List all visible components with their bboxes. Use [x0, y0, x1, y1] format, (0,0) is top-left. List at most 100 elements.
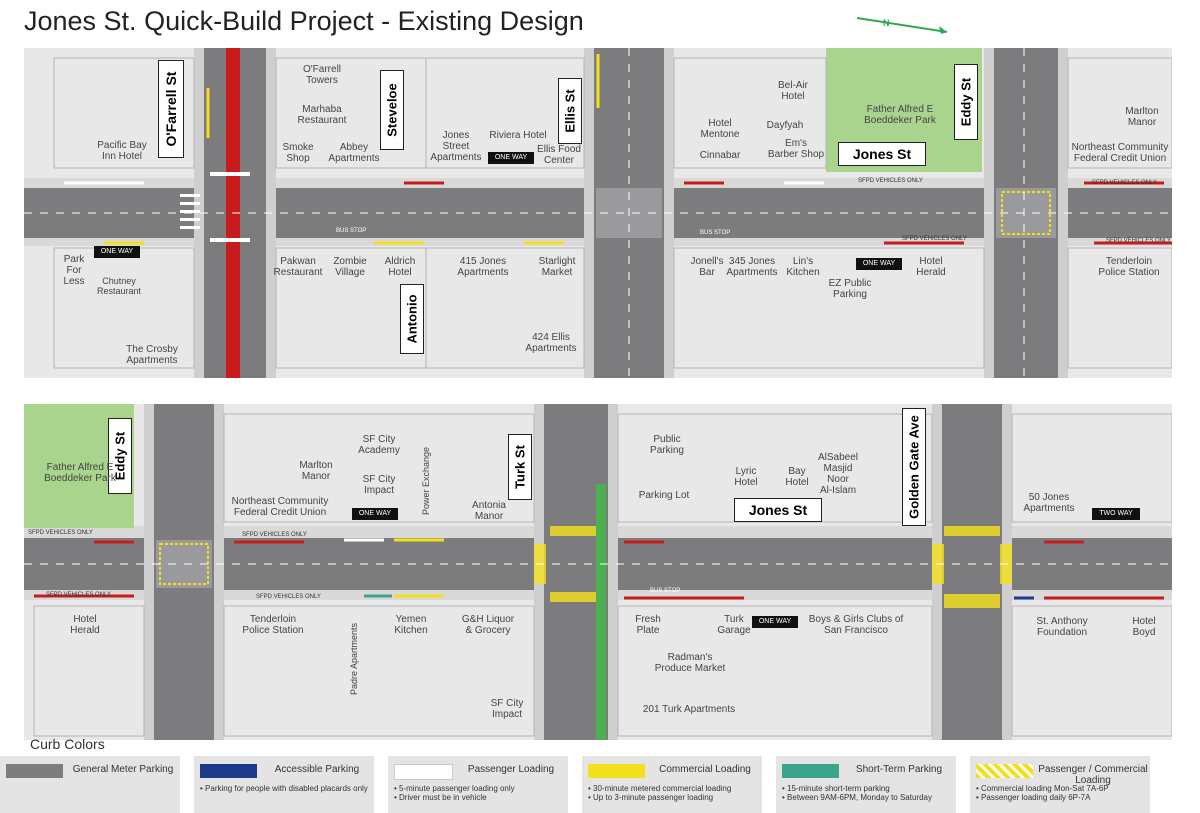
building-label: Public Parking — [650, 434, 684, 456]
building-label: Antonia Manor — [472, 500, 506, 522]
building-label: 424 Ellis Apartments — [525, 332, 577, 354]
legend-notes: 30-minute metered commercial loadingUp t… — [588, 784, 760, 802]
sfpd-label: SFPD VEHICLES ONLY — [1106, 238, 1171, 244]
building-label: Zombie Village — [333, 256, 367, 278]
street-label-eddy-text: Eddy St — [958, 77, 974, 127]
legend-swatch — [6, 764, 63, 778]
building-label: Lin's Kitchen — [786, 256, 820, 278]
building-label: Tenderloin Police Station — [1098, 256, 1160, 278]
street-label-eddy: Eddy St — [954, 64, 978, 140]
building-label: Tenderloin Police Station — [242, 614, 304, 636]
north-arrow-icon: N — [855, 14, 955, 36]
building-label: Turk Garage — [717, 614, 751, 636]
building-label: Father Alfred E Boeddeker Park — [864, 104, 936, 126]
map-bottom-svg — [24, 404, 1172, 740]
page-title: Jones St. Quick-Build Project - Existing… — [24, 6, 584, 36]
legend-label: General Meter Parking — [72, 764, 174, 775]
legend-note: Parking for people with disabled placard… — [200, 784, 372, 793]
two-way-sign: TWO WAY — [1092, 508, 1140, 520]
building-label: 415 Jones Apartments — [457, 256, 509, 278]
legend-item: Passenger / Commercial LoadingCommercial… — [970, 756, 1150, 813]
building-label: Marlton Manor — [299, 460, 333, 482]
building-label: Abbey Apartments — [328, 142, 380, 164]
legend-label: Commercial Loading — [659, 764, 751, 775]
building-label: The Crosby Apartments — [126, 344, 178, 366]
street-label-ofarrell-text: O'Farrell St — [163, 71, 179, 147]
two-way-text: TWO WAY — [1099, 510, 1133, 517]
map-panel-bottom: Eddy St Turk St Golden Gate Ave Jones St… — [24, 404, 1172, 740]
building-label: Northeast Community Federal Credit Union — [1071, 142, 1169, 164]
sfpd-label: SFPD VEHICLES ONLY — [1092, 180, 1157, 186]
building-label: Marlton Manor — [1125, 106, 1159, 128]
street-label-golden-gate: Golden Gate Ave — [902, 408, 926, 526]
street-label-ellis-text: Ellis St — [562, 89, 578, 133]
one-way-sign: ONE WAY — [488, 152, 534, 164]
street-label-jones: Jones St — [734, 498, 822, 522]
legend-note: Passenger loading daily 6P-7A — [976, 793, 1148, 802]
building-label: Em's Barber Shop — [767, 138, 825, 160]
street-label-antonio-text: Antonio — [404, 294, 420, 344]
building-label: EZ Public Parking — [828, 278, 872, 300]
building-label: Cinnabar — [699, 150, 741, 161]
building-label: Chutney Restaurant — [96, 276, 142, 296]
building-label: Pakwan Restaurant — [273, 256, 323, 278]
street-label-jones: Jones St — [838, 142, 926, 166]
legend-label: Passenger Loading — [467, 764, 555, 775]
building-label: Power Exchange — [421, 446, 431, 516]
building-label: Bel-Air Hotel — [777, 80, 808, 102]
street-label-turk-text: Turk St — [512, 445, 528, 489]
legend-item: Short-Term Parking 15-minute short-term p… — [776, 756, 956, 813]
building-label: Ellis Food Center — [537, 144, 581, 166]
building-label: 345 Jones Apartments — [726, 256, 778, 278]
legend-note: Driver must be in vehicle — [394, 793, 566, 802]
legend-swatch — [782, 764, 839, 778]
sfpd-label: SFPD VEHICLES ONLY — [242, 532, 307, 538]
building-label: Yemen Kitchen — [394, 614, 428, 636]
building-label: AlSabeel Masjid Noor Al-Islam — [817, 452, 859, 496]
legend-note: 5-minute passenger loading only — [394, 784, 566, 793]
one-way-text: ONE WAY — [862, 260, 896, 267]
one-way-sign: ONE WAY — [752, 616, 798, 628]
building-label: Radman's Produce Market — [654, 652, 726, 674]
street-label-eddy: Eddy St — [108, 418, 132, 494]
one-way-text: ONE WAY — [758, 618, 792, 625]
building-label: Starlight Market — [538, 256, 576, 278]
building-label: 201 Turk Apartments — [642, 704, 736, 715]
building-label: Marhaba Restaurant — [297, 104, 347, 126]
building-label: Bay Hotel — [785, 466, 809, 488]
street-label-steveloe-text: Steveloe — [384, 83, 400, 137]
building-label: SF City Impact — [490, 698, 524, 720]
legend-notes: Parking for people with disabled placard… — [200, 784, 372, 793]
building-label: G&H Liquor & Grocery — [461, 614, 515, 636]
one-way-text: ONE WAY — [100, 248, 134, 255]
sfpd-label: SFPD VEHICLES ONLY — [858, 178, 923, 184]
building-label: Aldrich Hotel — [384, 256, 416, 278]
legend-swatch — [976, 764, 1033, 778]
building-label: O'Farrell Towers — [302, 64, 342, 86]
bus-stop-label: BUS STOP — [700, 230, 731, 236]
building-label: Hotel Boyd — [1132, 616, 1156, 638]
building-label: Father Alfred E Boeddeker Park — [44, 462, 116, 484]
street-label-antonio: Antonio — [400, 284, 424, 354]
bus-stop-label: BUS STOP — [336, 228, 367, 234]
one-way-sign: ONE WAY — [856, 258, 902, 270]
building-label: Parking Lot — [638, 490, 690, 501]
svg-text:N: N — [883, 18, 890, 28]
legend-label: Short-Term Parking — [855, 764, 943, 775]
building-label: Northeast Community Federal Credit Union — [231, 496, 329, 518]
sfpd-label: SFPD VEHICLES ONLY — [902, 236, 967, 242]
building-label: St. Anthony Foundation — [1036, 616, 1088, 638]
legend-title: Curb Colors — [30, 736, 105, 752]
building-label: Fresh Plate — [635, 614, 661, 636]
legend-note: Commercial loading Mon-Sat 7A-6P — [976, 784, 1148, 793]
legend-label: Accessible Parking — [274, 764, 360, 775]
legend-notes: 5-minute passenger loading onlyDriver mu… — [394, 784, 566, 802]
building-label: Riviera Hotel — [489, 130, 547, 141]
street-label-jones-text: Jones St — [748, 502, 808, 518]
building-label: Boys & Girls Clubs of San Francisco — [808, 614, 904, 636]
building-label: Park For Less — [63, 254, 85, 287]
legend-note: 15-minute short-term parking — [782, 784, 954, 793]
one-way-text: ONE WAY — [358, 510, 392, 517]
street-label-jones-text: Jones St — [852, 146, 912, 162]
legend-notes: Commercial loading Mon-Sat 7A-6PPassenge… — [976, 784, 1148, 802]
